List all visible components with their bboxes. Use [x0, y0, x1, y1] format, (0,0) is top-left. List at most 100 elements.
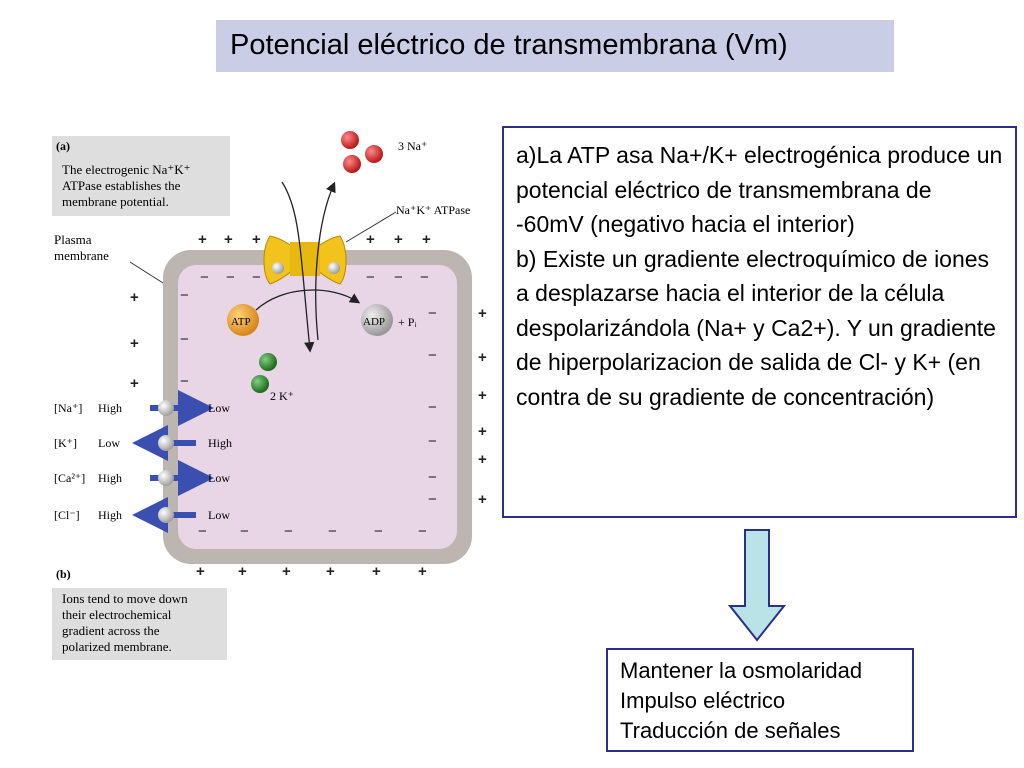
- svg-text:−: −: [374, 523, 383, 540]
- svg-text:High: High: [98, 401, 122, 415]
- explanation-box: a)La ATP asa Na+/K+ electrogénica produc…: [502, 126, 1017, 518]
- svg-text:+: +: [252, 231, 261, 248]
- svg-text:[K⁺]: [K⁺]: [54, 436, 77, 450]
- pump-pointer: [345, 211, 397, 243]
- svg-text:−: −: [226, 269, 235, 286]
- adp-pi-label: + Pᵢ: [398, 315, 416, 329]
- cell-interior: [178, 265, 457, 549]
- caption-b-line4: polarized membrane.: [62, 639, 172, 654]
- svg-text:−: −: [428, 347, 437, 364]
- na-ion-ball: [343, 155, 361, 173]
- svg-text:+: +: [422, 231, 431, 248]
- svg-text:High: High: [98, 471, 122, 485]
- functions-box: Mantener la osmolaridad Impulso eléctric…: [606, 648, 914, 752]
- svg-text:−: −: [180, 331, 189, 348]
- svg-text:−: −: [252, 269, 261, 286]
- svg-text:Low: Low: [98, 436, 120, 450]
- svg-text:−: −: [284, 523, 293, 540]
- na-exit-arrow: [315, 181, 336, 341]
- down-arrow: [728, 529, 786, 642]
- svg-text:+: +: [478, 451, 487, 468]
- plasma-membrane-label-1: Plasma: [54, 232, 92, 247]
- svg-text:−: −: [428, 469, 437, 486]
- svg-text:+: +: [282, 563, 291, 580]
- svg-text:+: +: [394, 231, 403, 248]
- adp-ball: [361, 304, 393, 336]
- svg-text:+: +: [130, 335, 139, 352]
- svg-text:−: −: [198, 523, 207, 540]
- ion-row-na: [Na⁺] High Low: [54, 390, 230, 426]
- svg-text:−: −: [180, 373, 189, 390]
- svg-text:−: −: [200, 269, 209, 286]
- svg-text:+: +: [130, 375, 139, 392]
- svg-text:−: −: [394, 269, 403, 286]
- atp-label: ATP: [231, 316, 251, 328]
- svg-text:+: +: [478, 491, 487, 508]
- adp-label: ADP: [363, 316, 385, 328]
- na-k-atpase-pump: [263, 235, 347, 285]
- k-entry-arrow: [281, 181, 315, 353]
- ion-row-k: [K⁺] Low High: [54, 425, 232, 461]
- svg-text:+: +: [238, 563, 247, 580]
- ion-row-cl: [Cl⁻] High Low: [54, 497, 230, 533]
- na-out-label: 3 Na⁺: [398, 139, 427, 153]
- caption-b-line2: their electrochemical: [62, 607, 172, 622]
- svg-text:+: +: [478, 387, 487, 404]
- svg-text:High: High: [98, 508, 122, 522]
- svg-text:+: +: [478, 423, 487, 440]
- label-a: (a): [56, 139, 70, 153]
- svg-text:+: +: [372, 563, 381, 580]
- svg-text:+: +: [418, 563, 427, 580]
- inside-charges: − − − − − − − − − − − − − − − − − − − − …: [180, 269, 437, 540]
- function-signal-transduction: Traducción de señales: [620, 718, 841, 743]
- svg-text:High: High: [208, 436, 232, 450]
- page-title: Potencial eléctrico de transmembrana (Vm…: [230, 29, 788, 61]
- label-b: (b): [56, 567, 71, 581]
- caption-a-box: [52, 136, 230, 216]
- pump-label: Na⁺K⁺ ATPase: [396, 203, 470, 217]
- svg-text:+: +: [478, 349, 487, 366]
- svg-text:+: +: [478, 305, 487, 322]
- cell-diagram: (a) The electrogenic Na⁺K⁺ ATPase establ…: [52, 131, 487, 660]
- svg-text:+: +: [224, 231, 233, 248]
- svg-text:−: −: [428, 491, 437, 508]
- plasma-membrane-label-2: membrane: [54, 248, 109, 263]
- atp-hydrolysis-arrow: [255, 289, 361, 311]
- svg-text:−: −: [420, 269, 429, 286]
- na-ion-ball: [365, 145, 383, 163]
- svg-text:−: −: [240, 523, 249, 540]
- svg-text:−: −: [428, 399, 437, 416]
- function-osmolarity: Mantener la osmolaridad: [620, 658, 863, 683]
- svg-text:−: −: [428, 433, 437, 450]
- svg-text:Low: Low: [208, 508, 230, 522]
- svg-text:+: +: [198, 231, 207, 248]
- caption-b-box: [52, 588, 227, 660]
- svg-text:+: +: [326, 563, 335, 580]
- svg-text:[Na⁺]: [Na⁺]: [54, 401, 82, 415]
- svg-text:Low: Low: [208, 471, 230, 485]
- svg-text:Low: Low: [208, 401, 230, 415]
- caption-b-line1: Ions tend to move down: [62, 591, 188, 606]
- caption-a-line3: membrane potential.: [62, 194, 169, 209]
- caption-a-line2: ATPase establishes the: [62, 178, 181, 193]
- function-electric-impulse: Impulso eléctrico: [620, 688, 786, 713]
- svg-text:−: −: [328, 523, 337, 540]
- caption-a-line1: The electrogenic Na⁺K⁺: [62, 162, 191, 177]
- ion-row-ca: [Ca²⁺] High Low: [54, 460, 230, 496]
- svg-text:−: −: [428, 305, 437, 322]
- explanation-part-b: b) Existe un gradiente electroquímico de…: [516, 245, 996, 410]
- atp-ball: [227, 304, 259, 336]
- svg-text:+: +: [196, 563, 205, 580]
- svg-text:−: −: [366, 269, 375, 286]
- k-ion-ball: [251, 375, 269, 393]
- outside-charges: + + + + + + + + + + + + + + + + + + + + …: [130, 231, 487, 580]
- svg-text:−: −: [418, 523, 427, 540]
- caption-b-line3: gradient across the: [62, 623, 160, 638]
- svg-text:+: +: [366, 231, 375, 248]
- svg-text:+: +: [130, 289, 139, 306]
- na-ion-ball: [341, 131, 359, 149]
- title-box: Potencial eléctrico de transmembrana (Vm…: [216, 20, 894, 72]
- k-in-label: 2 K⁺: [270, 389, 294, 403]
- svg-text:[Ca²⁺]: [Ca²⁺]: [54, 471, 85, 485]
- svg-text:−: −: [180, 287, 189, 304]
